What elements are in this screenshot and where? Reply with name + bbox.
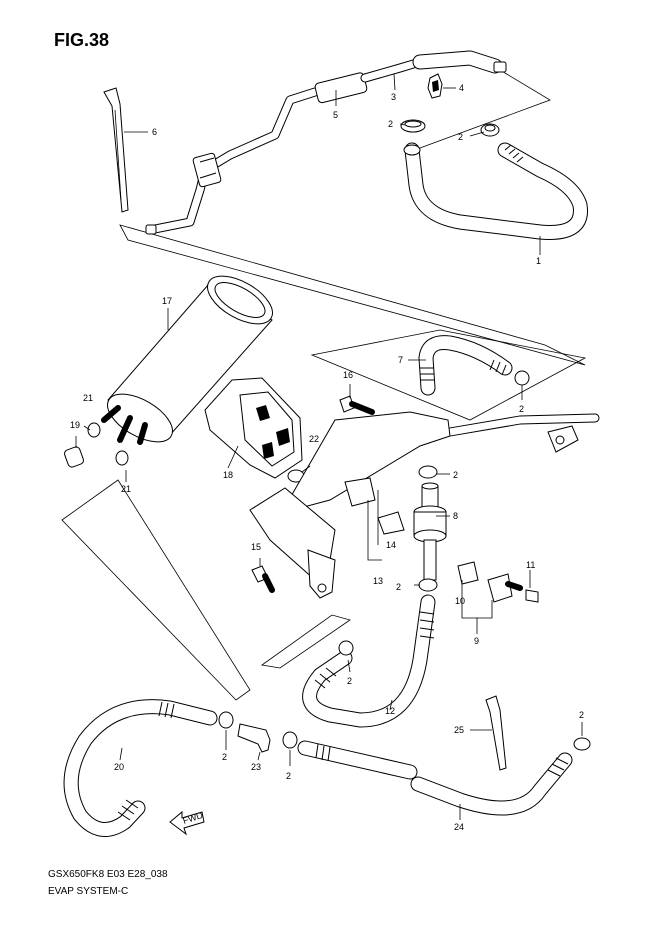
valve-8[interactable] [413,482,447,581]
fwd-arrow: FWD [169,810,205,836]
assembly-outline-low2 [260,614,351,669]
callout-9: 9 [474,636,479,646]
cable-tie-25[interactable] [485,695,507,771]
bolt-11[interactable] [505,581,539,603]
clamp-2-top-right[interactable] [480,123,500,137]
clamp-2-valve-top[interactable] [418,465,438,479]
joint-23[interactable] [237,723,271,753]
callout-13: 13 [373,576,383,586]
cap-19[interactable] [63,446,84,468]
callout-2: 2 [458,132,463,142]
hose-24[interactable] [297,740,573,816]
figure-title: FIG.38 [54,30,110,50]
main-bracket[interactable] [249,411,451,599]
callout-20: 20 [114,762,124,772]
callout-15: 15 [251,542,261,552]
callout-10: 10 [455,596,465,606]
hose-7[interactable] [418,335,513,396]
clamp-2-lower-mid[interactable] [282,731,298,749]
callout-2: 2 [579,710,584,720]
callout-5: 5 [333,110,338,120]
cable-tie-6[interactable] [103,87,129,213]
bracket-14[interactable] [344,477,405,535]
vent-pipe-5[interactable] [145,87,320,235]
leader-lines [75,73,583,820]
clamp-4[interactable] [427,73,443,99]
assembly-outline-low [61,479,251,701]
callout-2: 2 [347,676,352,686]
callout-12: 12 [385,706,395,716]
clamp-21-lower[interactable] [115,450,129,466]
hose-20[interactable] [63,699,218,837]
callout-2: 2 [396,582,401,592]
callout-19: 19 [70,420,80,430]
clamp-21-upper[interactable] [87,422,101,438]
assembly-outline-mid [310,329,587,421]
clamp-2-valve-bottom[interactable] [418,578,438,592]
callout-2: 2 [388,119,393,129]
callout-8: 8 [453,511,458,521]
clamp-10[interactable] [457,561,513,603]
callout-6: 6 [152,127,157,137]
callout-2: 2 [453,470,458,480]
hose-12[interactable] [302,594,436,728]
callout-23: 23 [251,762,261,772]
clamp-2-lower-left[interactable] [218,711,234,729]
callout-21: 21 [121,484,131,494]
callout-7: 7 [398,355,403,365]
callout-4: 4 [459,83,464,93]
hose-1[interactable] [403,142,588,240]
bolt-16[interactable] [339,395,375,415]
callout-2: 2 [286,771,291,781]
callout-1: 1 [536,256,541,266]
callout-2: 2 [519,404,524,414]
bolt-15[interactable] [251,565,275,593]
clamp-2-hose12[interactable] [338,640,354,656]
frame-pipe[interactable] [445,413,600,453]
callout-14: 14 [386,540,396,550]
canister-17[interactable] [100,266,280,451]
callout-16: 16 [343,370,353,380]
callout-11: 11 [526,560,535,570]
clamp-2-top-left[interactable] [400,119,426,133]
callout-21: 21 [83,393,93,403]
hose-3[interactable] [314,50,507,104]
callout-18: 18 [223,470,233,480]
assembly-outline-top [119,224,586,366]
callout-22: 22 [309,434,319,444]
system-name: EVAP SYSTEM-C [48,886,129,897]
canister-holder-18[interactable] [204,377,303,479]
callout-2: 2 [222,752,227,762]
callout-3: 3 [391,92,396,102]
clamp-2-right-7[interactable] [514,370,530,386]
callout-24: 24 [454,822,464,832]
model-code: GSX650FK8 E03 E28_038 [48,869,168,880]
callout-25: 25 [454,725,464,735]
assembly-guide-upper [419,69,551,149]
callout-17: 17 [162,296,172,306]
clamp-2-right-lower[interactable] [573,737,591,751]
